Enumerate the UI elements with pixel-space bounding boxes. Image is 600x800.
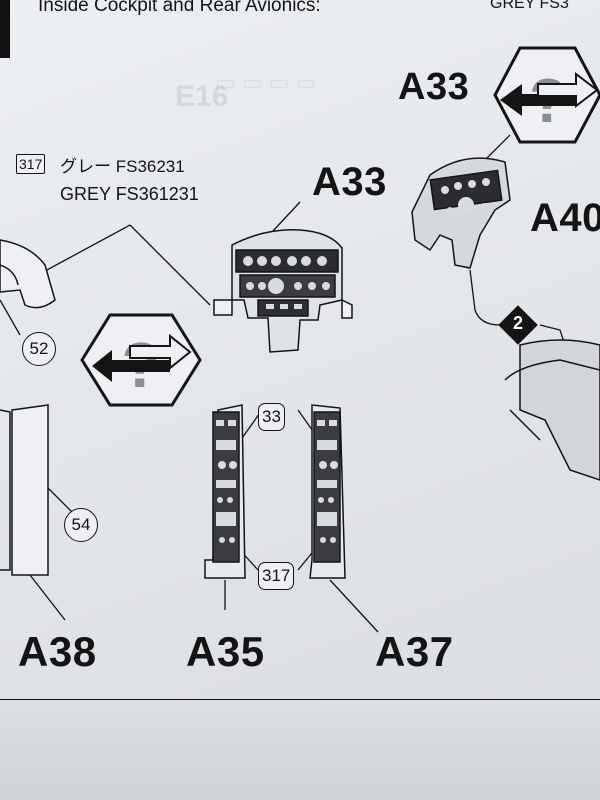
callout-box-33: 33 [258, 403, 285, 431]
part-label-a33-top: A33 [398, 66, 470, 108]
side-panel-a38 [0, 404, 49, 576]
swap-arrows-question-icon: ? [493, 46, 600, 144]
svg-text:▭ ▭ ▭ ▭: ▭ ▭ ▭ ▭ [215, 70, 316, 95]
part-label-a33: A33 [312, 160, 387, 204]
page-bottom-band [0, 700, 600, 800]
swap-arrows-question-icon: ? [80, 313, 202, 407]
part-label-a37: A37 [375, 628, 454, 675]
section-title: Inside Cockpit and Rear Avionics: [38, 0, 321, 16]
paint-label-jp: グレー FS36231 [60, 157, 185, 176]
step-number: 2 [512, 313, 523, 333]
callout-box-317: 317 [258, 562, 295, 590]
callout-52: 52 [22, 332, 56, 366]
paint-label-en: GREY FS361231 [60, 184, 199, 204]
part-label-a40: A40 [530, 196, 600, 240]
console-a35 [204, 404, 246, 579]
paint-code-box: 317 [16, 154, 46, 174]
console-a37 [309, 404, 346, 579]
instrument-panel-a33-top [411, 157, 511, 269]
instrument-panel-a33 [213, 229, 353, 353]
part-label-a35: A35 [186, 628, 265, 675]
callout-54: 54 [64, 508, 98, 542]
part-label-a38: A38 [18, 628, 97, 675]
svg-text:E16: E16 [175, 80, 228, 113]
header-right-text: GREY FS3 [490, 0, 569, 12]
